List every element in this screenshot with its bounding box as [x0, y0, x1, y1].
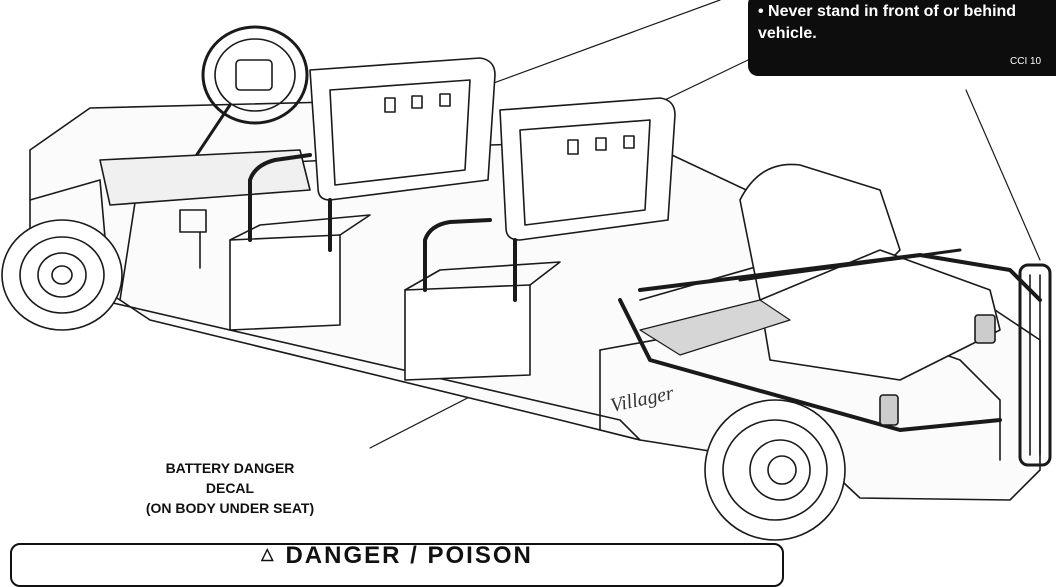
- rear-reflector: [879, 394, 899, 426]
- danger-poison-sign: △ DANGER / POISON: [10, 542, 784, 587]
- rear-wheel: [704, 399, 846, 541]
- battery-danger-decal-label: BATTERY DANGER DECAL (ON BODY UNDER SEAT…: [130, 458, 330, 518]
- callout-code: CCI 10: [1010, 56, 1042, 67]
- seat-row-1: [229, 57, 496, 331]
- warning-callout: • Never stand in front of or behind vehi…: [748, 0, 1056, 76]
- rear-seat: [618, 163, 1052, 467]
- golf-cart-illustration: Villager: [1, 0, 1052, 541]
- front-wheel: [1, 219, 123, 331]
- floor-mat: [639, 299, 791, 356]
- callout-text-line-1: • Never stand in front of or behind: [758, 3, 1017, 20]
- label-line-3: (ON BODY UNDER SEAT): [145, 500, 315, 516]
- seat-row-2: [404, 97, 676, 381]
- callout-text-line-2: vehicle.: [758, 25, 817, 42]
- label-line-1: BATTERY DANGER: [165, 460, 295, 476]
- danger-title: DANGER / POISON: [285, 542, 533, 569]
- warning-triangle-icon: △: [261, 546, 276, 563]
- label-line-2: DECAL: [205, 480, 255, 496]
- dashboard: [99, 149, 311, 269]
- taillight: [974, 314, 996, 344]
